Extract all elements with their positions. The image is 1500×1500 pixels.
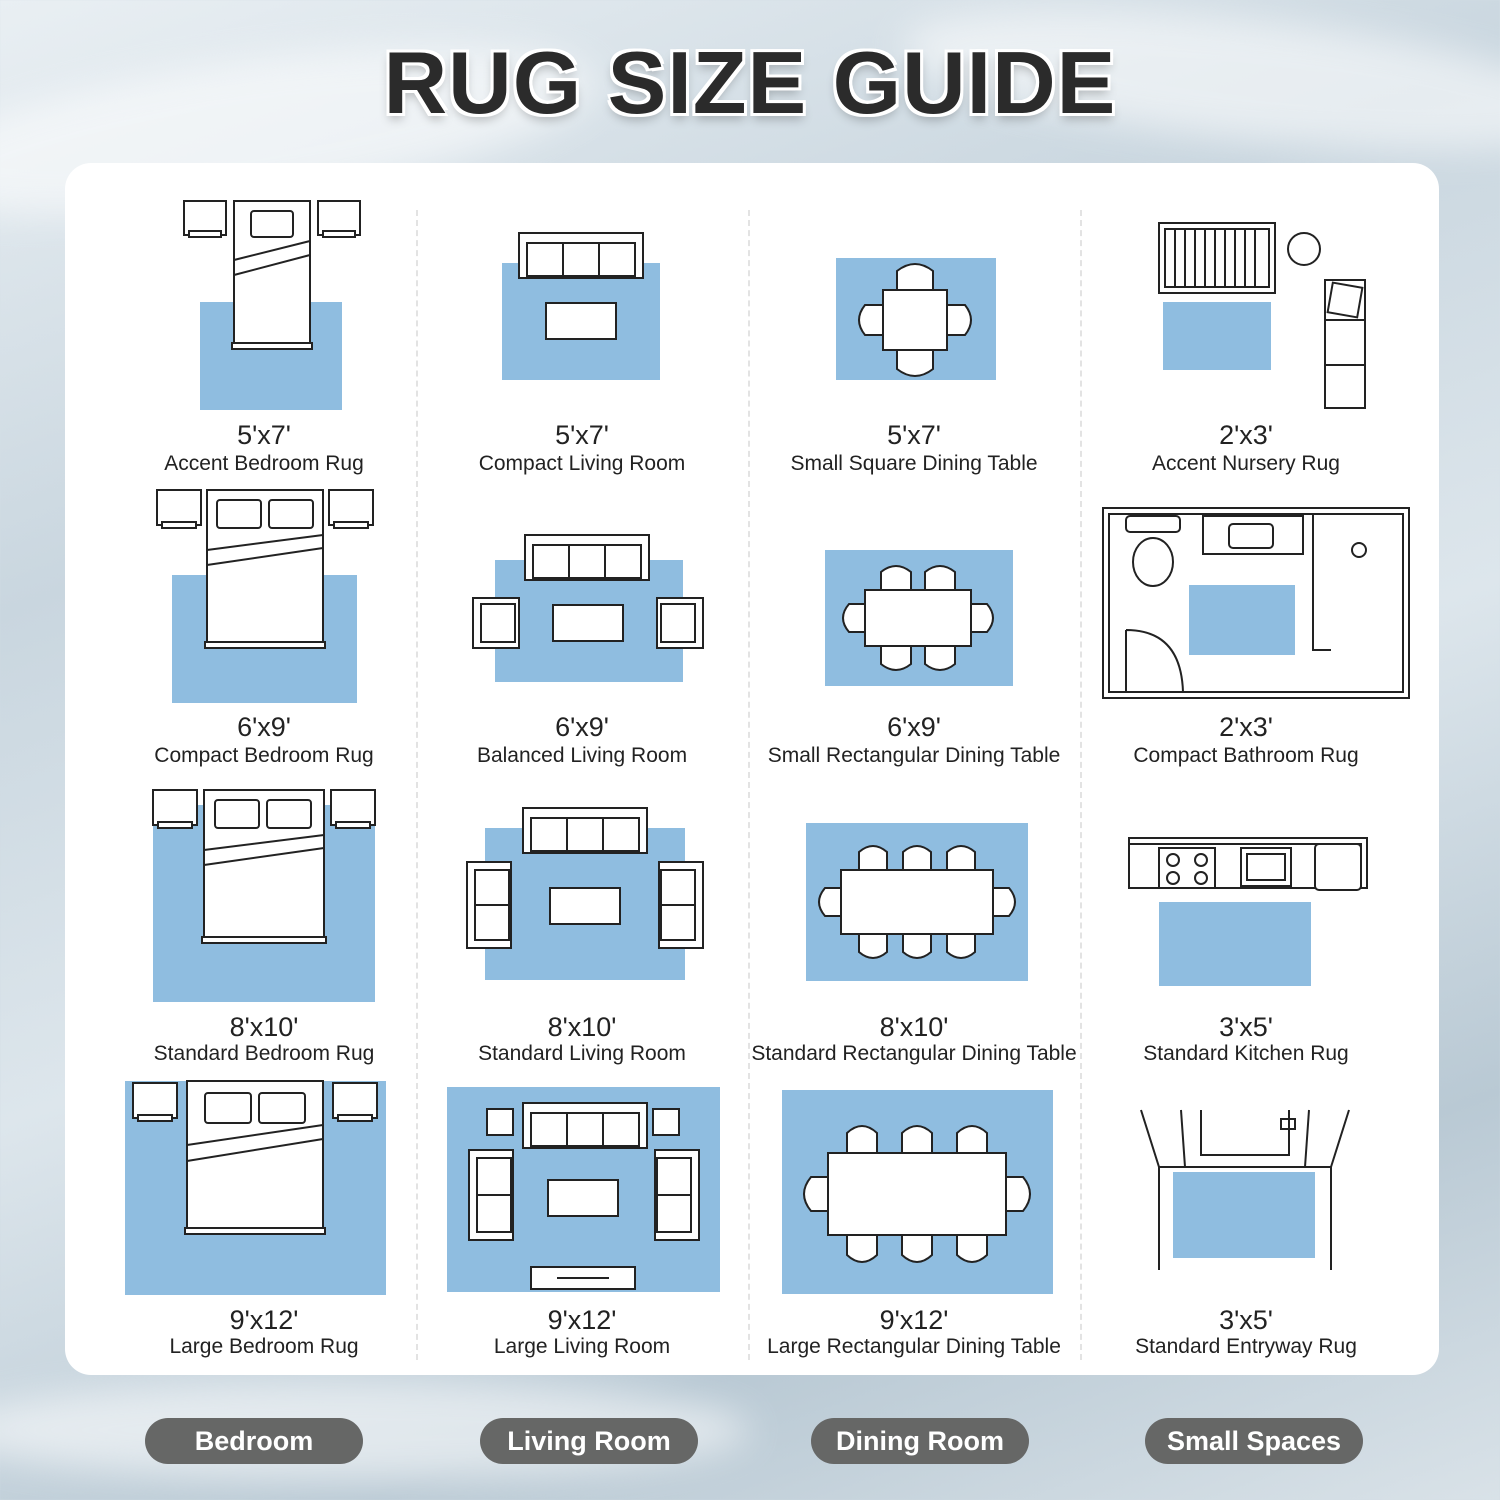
- rug-cell: 2'x3' Compact Bathroom Rug: [1081, 480, 1411, 780]
- entryway-door-icon: [1140, 1109, 1350, 1270]
- bathroom-floorplan-icon: [1102, 507, 1410, 699]
- rug-name: Small Square Dining Table: [790, 452, 1038, 475]
- rug-cell: 6'x9' Small Rectangular Dining Table: [749, 480, 1079, 780]
- rug-cell: 8'x10' Standard Bedroom Rug: [99, 780, 429, 1080]
- rug-cell: 5'x7' Accent Bedroom Rug: [99, 185, 429, 485]
- rug-name: Small Rectangular Dining Table: [767, 744, 1061, 767]
- rug-size: 2'x3': [1219, 420, 1273, 450]
- bed-king-icon: [125, 1080, 386, 1295]
- category-badge-living-room: Living Room: [480, 1418, 698, 1464]
- dining-rect-6-icon: [825, 550, 1013, 686]
- category-badge-bedroom: Bedroom: [145, 1418, 363, 1464]
- bed-twin-icon: [183, 200, 361, 410]
- rug-size: 8'x10': [229, 1012, 299, 1042]
- rug-name: Standard Rectangular Dining Table: [751, 1042, 1077, 1065]
- rug-size: 6'x9': [555, 712, 609, 742]
- rug-size: 9'x12': [229, 1305, 299, 1335]
- rug-name: Large Bedroom Rug: [169, 1335, 359, 1358]
- rug-cell: 8'x10' Standard Living Room: [417, 780, 747, 1080]
- rug-size: 5'x7': [887, 420, 941, 450]
- dining-square-icon: [836, 258, 996, 380]
- living-sofa-loveseats-icon: [466, 807, 704, 980]
- dining-rect-8-icon: [806, 823, 1028, 981]
- rug-cell: 9'x12' Large Living Room: [417, 1075, 747, 1375]
- rug-name: Large Living Room: [493, 1335, 671, 1358]
- living-sofa-icon: [502, 232, 660, 380]
- rug-size: 8'x10': [547, 1012, 617, 1042]
- rug-size: 5'x7': [555, 420, 609, 450]
- rug-name: Accent Bedroom Rug: [164, 452, 364, 475]
- rug-size: 5'x7': [237, 420, 291, 450]
- rug-size: 6'x9': [237, 712, 291, 742]
- dining-rect-10-icon: [782, 1090, 1053, 1294]
- category-badge-dining-room: Dining Room: [811, 1418, 1029, 1464]
- rug-cell: 2'x3' Accent Nursery Rug: [1081, 185, 1411, 485]
- rug-size: 8'x10': [879, 1012, 949, 1042]
- column-divider: [416, 210, 418, 1360]
- rug-name: Accent Nursery Rug: [1152, 452, 1340, 475]
- rug-size: 9'x12': [879, 1305, 949, 1335]
- living-sofa-chairs-icon: [472, 534, 704, 682]
- rug-name: Balanced Living Room: [476, 744, 688, 767]
- kitchen-counter-icon: [1128, 837, 1368, 986]
- rug-size: 3'x5': [1219, 1305, 1273, 1335]
- rug-name: Large Rectangular Dining Table: [767, 1335, 1061, 1358]
- bed-full-icon: [156, 489, 374, 703]
- rug-size: 9'x12': [547, 1305, 617, 1335]
- rug-size: 2'x3': [1219, 712, 1273, 742]
- rug-cell: 5'x7' Compact Living Room: [417, 185, 747, 485]
- column-divider: [1080, 210, 1082, 1360]
- rug-size: 6'x9': [887, 712, 941, 742]
- column-divider: [748, 210, 750, 1360]
- rug-size: 3'x5': [1219, 1012, 1273, 1042]
- rug-cell: 6'x9' Compact Bedroom Rug: [99, 480, 429, 780]
- rug-cell: 5'x7' Small Square Dining Table: [749, 185, 1079, 485]
- category-badge-small-spaces: Small Spaces: [1145, 1418, 1363, 1464]
- rug-cell: 3'x5' Standard Kitchen Rug: [1081, 780, 1411, 1080]
- page-title: RUG SIZE GUIDE: [383, 33, 1117, 132]
- rug-cell: 6'x9' Balanced Living Room: [417, 480, 747, 780]
- rug-cell: 3'x5' Standard Entryway Rug: [1081, 1075, 1411, 1375]
- living-full-set-icon: [447, 1087, 720, 1292]
- rug-name: Standard Entryway Rug: [1135, 1335, 1357, 1358]
- rug-name: Standard Bedroom Rug: [153, 1042, 375, 1065]
- rug-name: Standard Kitchen Rug: [1143, 1042, 1349, 1065]
- nursery-crib-icon: [1158, 222, 1366, 409]
- bed-queen-icon: [152, 789, 376, 1002]
- rug-name: Standard Living Room: [478, 1042, 686, 1065]
- rug-cell: 9'x12' Large Bedroom Rug: [99, 1075, 429, 1375]
- rug-cell: 8'x10' Standard Rectangular Dining Table: [749, 780, 1079, 1080]
- rug-name: Compact Living Room: [478, 452, 686, 475]
- rug-cell: 9'x12' Large Rectangular Dining Table: [749, 1075, 1079, 1375]
- rug-name: Compact Bedroom Rug: [154, 744, 374, 767]
- rug-name: Compact Bathroom Rug: [1133, 744, 1359, 767]
